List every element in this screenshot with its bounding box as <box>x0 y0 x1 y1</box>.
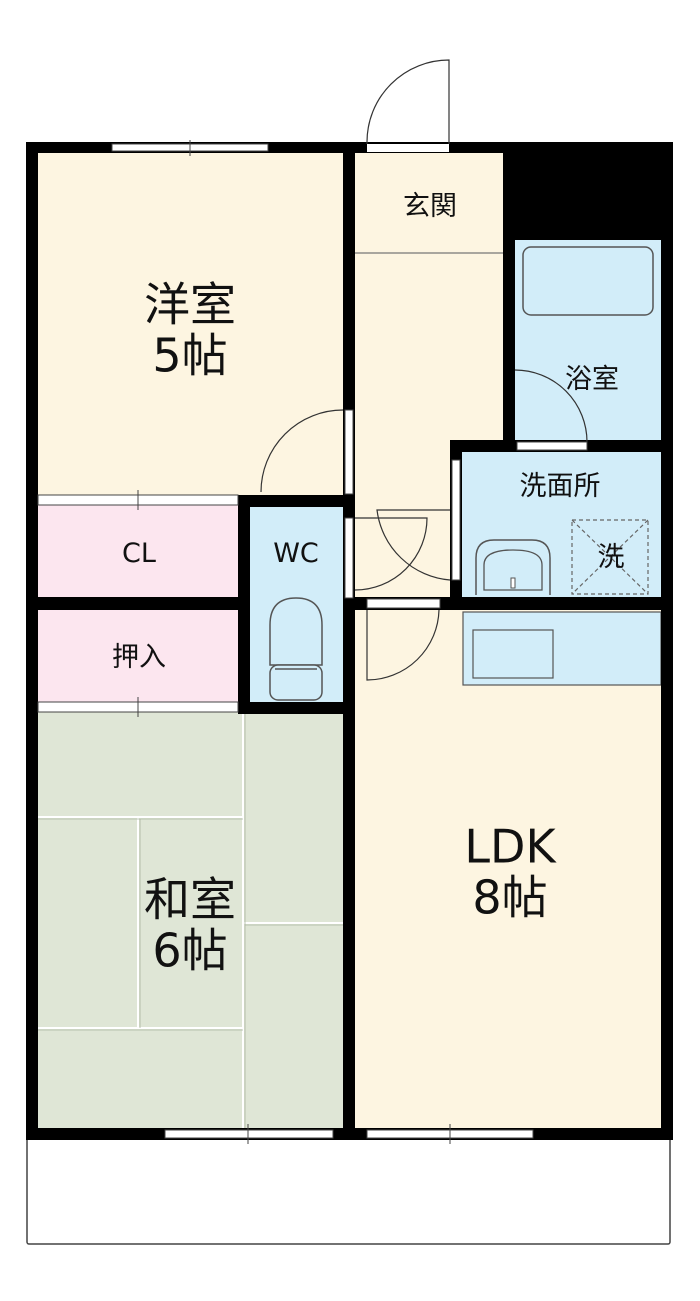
window <box>164 1129 334 1139</box>
ldk-size: 8帖 <box>472 870 548 924</box>
japanese-room-floor <box>38 712 343 1128</box>
japanese-room-size: 6帖 <box>152 923 228 977</box>
kitchen-sink <box>472 629 554 679</box>
washroom-label: 洗面所 <box>519 471 601 503</box>
western-room-name: 洋室 <box>144 277 236 332</box>
washbasin <box>475 539 551 595</box>
balcony <box>26 1137 671 1245</box>
toilet-fixture <box>269 597 323 701</box>
ldk-label: LDK 8帖 <box>464 821 555 922</box>
toilet-label: WC <box>273 538 319 570</box>
entrance-label: 玄関 <box>403 191 457 223</box>
closet-label: CL <box>122 538 156 570</box>
ldk-name: LDK <box>464 819 556 874</box>
door-swings <box>260 59 588 681</box>
japanese-room-name: 和室 <box>144 872 236 927</box>
japanese-room-label: 和室 6帖 <box>144 874 236 975</box>
ldk-floor <box>355 610 661 1128</box>
bathroom-label: 浴室 <box>565 364 619 396</box>
oshiire-label: 押入 <box>112 642 166 674</box>
entrance-door-opening <box>367 144 449 152</box>
bathtub <box>522 246 654 316</box>
oshiire-floor <box>38 610 238 702</box>
tatami-lines <box>38 712 343 1128</box>
western-room-label: 洋室 5帖 <box>144 279 236 380</box>
washer-label: 洗 <box>597 542 625 574</box>
closet-floor <box>38 505 238 597</box>
western-room-size: 5帖 <box>152 328 228 382</box>
western-room-floor <box>38 153 343 495</box>
washer-space <box>571 519 649 595</box>
